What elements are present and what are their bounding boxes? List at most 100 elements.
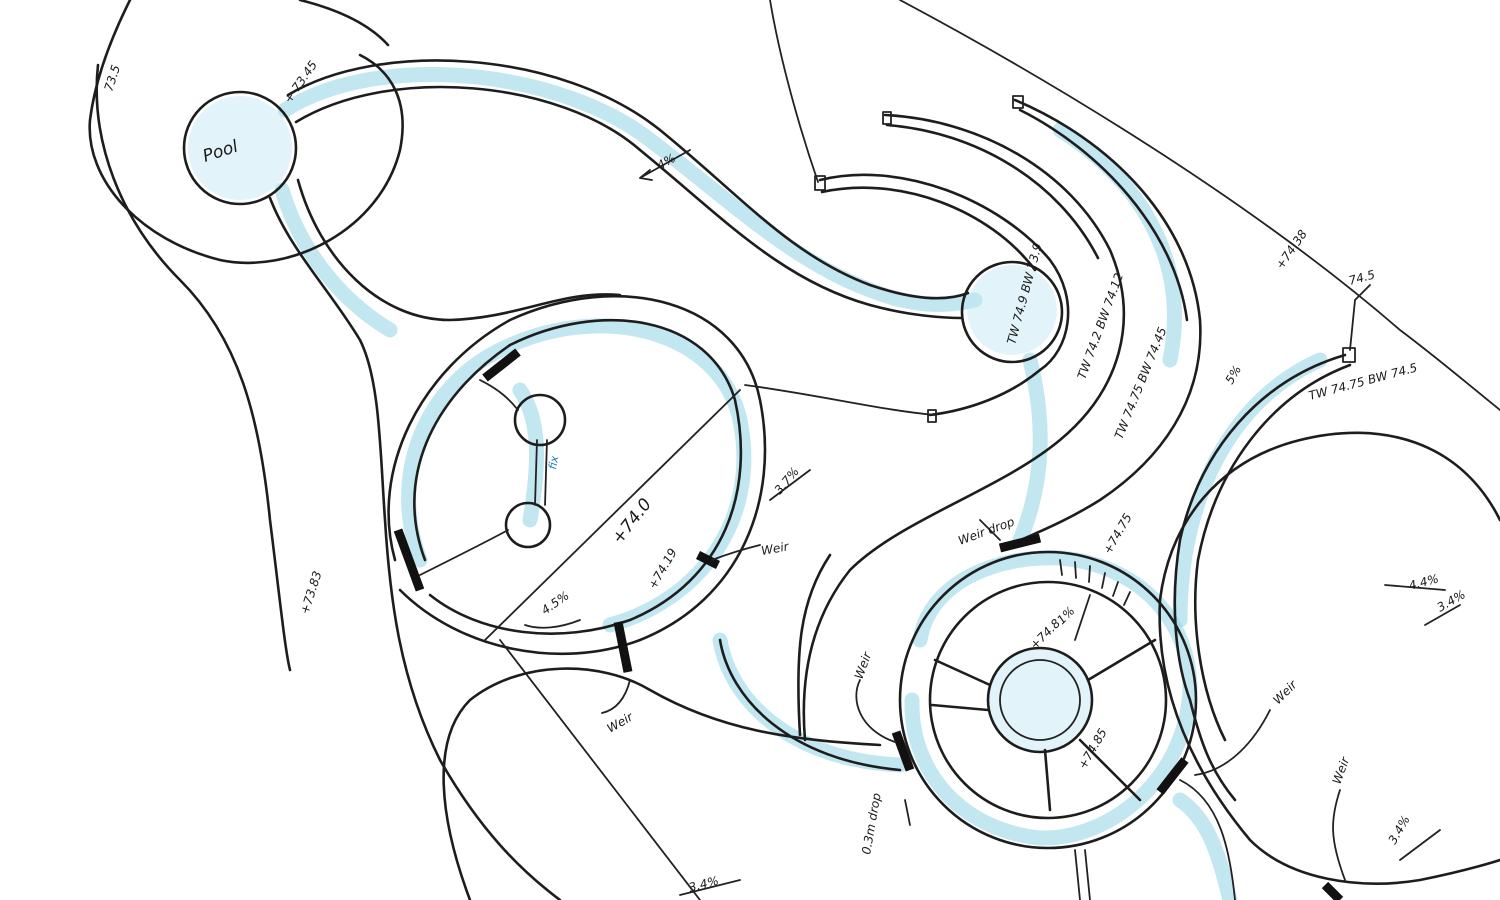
center-basin-inner (999, 659, 1081, 741)
right-channel-outer (1173, 353, 1347, 802)
ring-spoke-4 (1043, 748, 1052, 812)
pool-outline (182, 90, 298, 206)
label-tw-bw-mid1: TW 74.2 BW 74.12 (1075, 271, 1126, 381)
upper-pool-outline (960, 260, 1064, 364)
arrow-grade-right-a (1384, 584, 1446, 591)
arc-around-upper-1 (818, 173, 1070, 417)
label-grade-3-7: 3.7% (772, 465, 802, 497)
ring-hatch (1059, 559, 1131, 606)
arrow-weir-ring-left (855, 679, 896, 743)
long-curve-2b (1018, 108, 1189, 322)
right-contour-big (1158, 431, 1500, 885)
weir-mark-7 (1156, 757, 1189, 795)
channel-pool-down-b (296, 178, 622, 322)
arrow-weir-far-right (1332, 789, 1346, 881)
long-curve-1 (802, 113, 1126, 742)
ring-inner (928, 580, 1168, 820)
post-top-3 (1012, 95, 1024, 109)
arrow-drop (1074, 594, 1091, 641)
long-curve-1b (885, 123, 1100, 260)
label-elev-74-5: 74.5 (1347, 267, 1376, 287)
inner-node-wash (512, 382, 545, 528)
oval-diagonal (484, 389, 741, 641)
ring-outer (898, 550, 1198, 850)
arrow-weir-lower (601, 679, 631, 714)
channel-wash-pool-down (274, 182, 398, 338)
ring-exit-wash (1172, 792, 1238, 900)
weir-mark-8 (1321, 881, 1344, 900)
arrow-grade-right-b (1424, 604, 1461, 626)
ring-spoke-5 (1078, 738, 1142, 802)
center-basin (986, 646, 1094, 754)
channel-top-inner (294, 85, 964, 320)
label-weir-left-ring: Weir (852, 649, 875, 681)
big-oval-wash (401, 318, 752, 633)
weir-mark-4 (613, 621, 633, 673)
big-oval-outer (387, 294, 767, 656)
label-weir-mid: Weir (760, 539, 791, 558)
long-diagonal-down (499, 639, 701, 900)
ring-spoke-3 (1086, 638, 1157, 682)
lower-left-loop-b (718, 638, 902, 772)
arrow-bottom-3-4 (679, 879, 741, 896)
label-grade-3-4-bottom-right: 3.4% (1385, 813, 1412, 846)
channel-wash-right-3 (1172, 352, 1328, 628)
weir-mark-5 (998, 533, 1042, 553)
inner-flow-2 (419, 529, 509, 576)
label-grade-3-4-bottom: 3.4% (687, 873, 720, 894)
water-wash (188, 67, 1328, 900)
pool-wash (188, 96, 292, 200)
arrow-weir-drop (979, 519, 1001, 541)
ink-linework (88, 0, 1500, 900)
big-oval-inner (413, 319, 743, 635)
arrow-4pct-top (639, 149, 691, 181)
channel-top-outer (286, 59, 970, 300)
ring-spoke-2 (930, 703, 990, 712)
long-curve-3 (797, 553, 832, 737)
weir-mark-1 (482, 348, 521, 382)
arrow-4-5 (524, 619, 581, 629)
upper-pool-wash (967, 265, 1057, 355)
boundary-tw-post (1349, 284, 1371, 351)
ring-exit-bottom (1074, 849, 1091, 900)
inner-node-top (513, 393, 567, 447)
inner-flow-1 (479, 379, 519, 411)
oval-to-upper-link (744, 384, 936, 416)
label-weir-right-ring: Weir (1270, 677, 1300, 707)
ring-spoke-1 (933, 658, 992, 687)
post-top-1 (814, 175, 826, 191)
weir-mark-6 (891, 730, 915, 772)
post-mid (927, 409, 937, 423)
center-basin-wash (988, 648, 1092, 752)
contour-top-left-1 (88, 0, 404, 265)
arrow-0-3 (904, 799, 911, 826)
line-top-diag-1 (769, 0, 819, 183)
lower-left-loop (442, 667, 882, 900)
label-grade-5-right: 5% (1222, 363, 1244, 386)
right-channel-inner (1194, 363, 1352, 742)
weir-mark-3 (695, 550, 721, 570)
long-curve-2 (1008, 98, 1202, 547)
weir-mark-2 (393, 528, 425, 592)
inner-node-bar (534, 439, 548, 506)
arrow-3-7 (769, 469, 811, 501)
arrow-weir-mid (711, 544, 761, 561)
label-weir-lower: Weir (605, 709, 637, 735)
label-grade-4-5: 4.5% (539, 588, 572, 617)
boundary-top-right (899, 0, 1500, 411)
channel-pool-down-a (268, 196, 562, 900)
ring-wash (904, 550, 1198, 846)
right-box (1342, 347, 1356, 363)
contour-top-left-2 (298, 0, 390, 47)
label-tw-bw-right: TW 74.75 BW 74.5 (1307, 360, 1419, 402)
label-elev-73-5: 73.5 (102, 63, 124, 93)
label-drop-0-3: 0.3m drop (859, 792, 884, 856)
contour-left-long (95, 63, 292, 672)
label-elev-73-83: +73.83 (298, 569, 325, 616)
channel-wash-right-1 (1012, 352, 1048, 548)
arrow-weir-ring-right (1194, 709, 1271, 776)
label-elev-74-0: +74.0 (608, 495, 656, 548)
post-top-2 (882, 111, 892, 125)
inner-node-bottom (504, 501, 552, 549)
